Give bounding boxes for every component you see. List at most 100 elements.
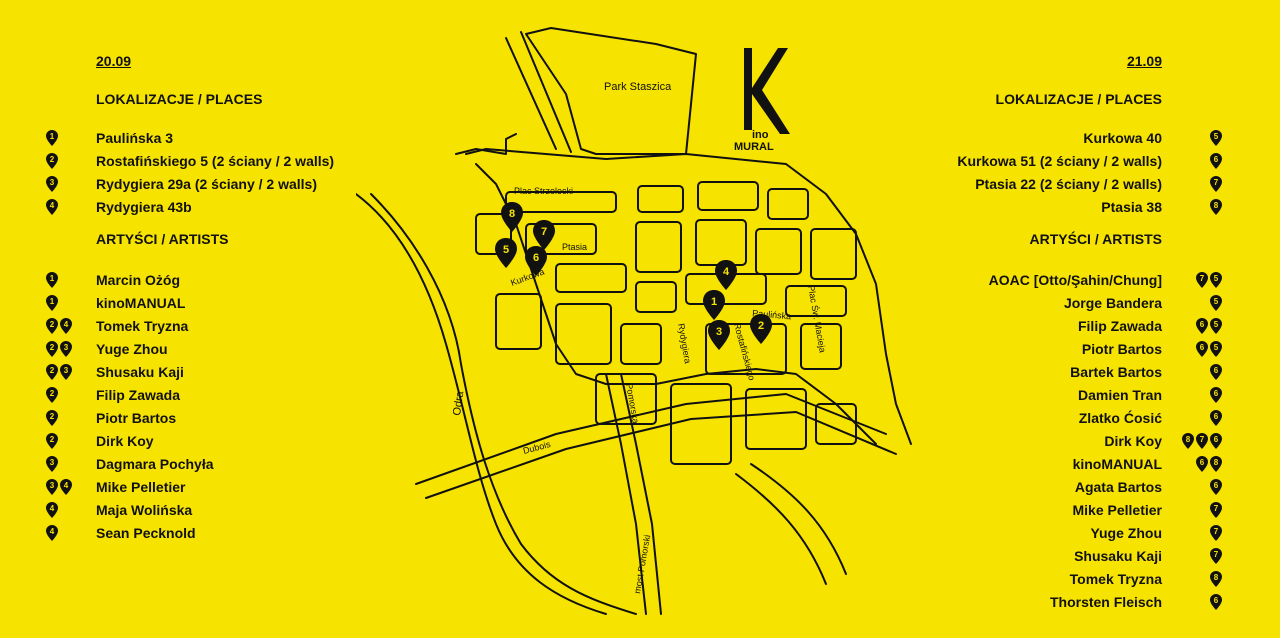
list-item: Tomek Tryzna <box>96 318 189 334</box>
svg-text:5: 5 <box>1214 343 1219 352</box>
svg-text:8: 8 <box>1214 573 1219 582</box>
svg-text:4: 4 <box>50 504 55 513</box>
svg-text:8: 8 <box>1186 435 1191 444</box>
svg-text:1: 1 <box>50 274 55 283</box>
svg-text:6: 6 <box>1214 596 1219 605</box>
road-east <box>750 463 847 575</box>
park-street <box>505 37 557 150</box>
list-item: Filip Zawada <box>1077 318 1162 334</box>
location-pin-icon: 6 <box>1196 341 1208 357</box>
block <box>475 213 512 255</box>
block <box>767 188 809 220</box>
list-item: Shusaku Kaji <box>1074 548 1162 564</box>
list-item: Rostafińskiego 5 (2 ściany / 2 walls) <box>96 153 335 169</box>
list-item: Paulińska 3 <box>96 130 174 146</box>
location-pin-icon: 4 <box>46 525 58 541</box>
location-pin-icon: 6 <box>1196 318 1208 334</box>
list-item: Damien Tran <box>1077 387 1162 403</box>
location-pin-icon: 6 <box>1196 456 1208 472</box>
list-item: Dirk Koy <box>96 433 154 449</box>
svg-text:2: 2 <box>50 366 55 375</box>
date-left: 20.09 <box>96 53 132 69</box>
list-item: Ptasia 38 <box>1101 199 1162 215</box>
svg-text:2: 2 <box>50 343 55 352</box>
svg-text:2: 2 <box>758 320 764 332</box>
svg-text:2: 2 <box>50 412 55 421</box>
list-item: Thorsten Fleisch <box>1049 594 1162 610</box>
location-pin-icon: 3 <box>60 364 72 380</box>
block <box>815 403 857 445</box>
location-pin-icon: 5 <box>1210 130 1222 146</box>
logo-line1: ino <box>752 129 769 141</box>
location-pin-icon: 2 <box>46 410 58 426</box>
list-item: Agata Bartos <box>1074 479 1162 495</box>
svg-text:2: 2 <box>50 435 55 444</box>
svg-text:1: 1 <box>711 296 717 308</box>
list-item: Marcin Ożóg <box>96 272 181 288</box>
artists-heading-left: ARTYŚCI / ARTISTS <box>96 231 229 247</box>
road-pomorska <box>620 373 662 615</box>
location-pin-icon: 4 <box>46 199 58 215</box>
list-item: Tomek Tryzna <box>1069 571 1162 587</box>
svg-text:2: 2 <box>50 389 55 398</box>
block <box>635 221 682 273</box>
list-item: kinoMANUAL <box>96 295 186 311</box>
svg-text:2: 2 <box>50 320 55 329</box>
list-item: Piotr Bartos <box>96 410 177 426</box>
list-item: Mike Pelletier <box>1072 502 1163 518</box>
block <box>705 323 787 375</box>
svg-text:6: 6 <box>1214 366 1219 375</box>
location-pin-icon: 3 <box>46 176 58 192</box>
location-pin-icon: 6 <box>1210 433 1222 449</box>
road-pomorska <box>605 373 647 615</box>
location-pin-icon: 7 <box>1210 548 1222 564</box>
svg-text:5: 5 <box>503 244 509 256</box>
location-pin-icon: 6 <box>1210 479 1222 495</box>
list-item: Filip Zawada <box>96 387 181 403</box>
svg-text:6: 6 <box>1214 389 1219 398</box>
odra-river-bank <box>370 193 637 615</box>
svg-text:4: 4 <box>64 320 69 329</box>
block <box>745 388 807 450</box>
label-dubois: Dubois <box>522 439 552 456</box>
road-dubois <box>415 393 887 485</box>
svg-text:4: 4 <box>723 266 730 278</box>
svg-text:3: 3 <box>50 458 55 467</box>
svg-text:8: 8 <box>1214 458 1219 467</box>
block <box>755 228 802 275</box>
list-item: Zlatko Ćosić <box>1078 410 1162 426</box>
list-item: Maja Wolińska <box>96 502 193 518</box>
svg-text:8: 8 <box>1214 201 1219 210</box>
svg-text:6: 6 <box>533 252 539 264</box>
park-street <box>520 31 572 153</box>
location-pin-icon: 2 <box>46 364 58 380</box>
block <box>525 223 597 255</box>
list-item: Dirk Koy <box>1104 433 1162 449</box>
label-plac-macieja: Plac Św. Macieja <box>806 284 829 353</box>
block <box>495 293 542 350</box>
block <box>697 181 759 211</box>
location-pin-icon: 5 <box>1210 341 1222 357</box>
list-item: Mike Pelletier <box>96 479 186 495</box>
svg-text:6: 6 <box>1214 155 1219 164</box>
block <box>695 219 747 266</box>
list-item: Piotr Bartos <box>1081 341 1162 357</box>
map-pin-icon: 3 <box>708 320 730 350</box>
list-item: kinoMANUAL <box>1072 456 1162 472</box>
odra-river-bank <box>356 193 607 615</box>
label-odra: Odra <box>451 390 466 417</box>
list-item: Yuge Zhou <box>1090 525 1162 541</box>
city-ring <box>465 148 912 445</box>
map-pin-icon: 4 <box>715 260 737 290</box>
places-heading-left: LOKALIZACJE / PLACES <box>96 91 263 107</box>
svg-text:6: 6 <box>1214 481 1219 490</box>
label-plac-strzelecki: Plac Strzelecki <box>514 186 573 196</box>
date-right: 21.09 <box>1126 53 1162 69</box>
label-park: Park Staszica <box>604 81 672 93</box>
location-pin-icon: 4 <box>46 502 58 518</box>
svg-text:3: 3 <box>50 178 55 187</box>
block <box>635 281 677 313</box>
map-pin-icon: 7 <box>533 220 555 250</box>
places-heading-right: LOKALIZACJE / PLACES <box>995 91 1162 107</box>
